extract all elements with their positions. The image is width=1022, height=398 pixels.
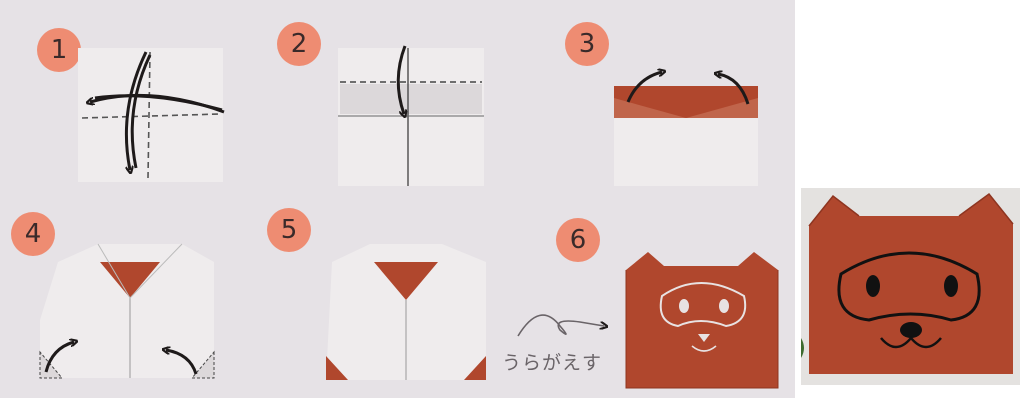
step-4-arrows [44,342,198,375]
step-2-paper [338,48,484,186]
step-3-arrows [626,72,750,105]
step-1-paper [78,48,223,182]
step-2-arrow [396,45,405,114]
step-3-number: 3 [565,22,609,66]
step-5-number: 5 [267,208,311,252]
step-1-arrows [90,51,225,170]
step-4-paper [39,243,215,379]
step-1-number: 1 [37,28,81,72]
step-4-number: 4 [11,212,55,256]
step-5-paper [326,244,486,380]
turn-over-arrow [517,314,604,337]
finished-raccoon-photo [801,188,1020,385]
turn-over-text: うらがえす [502,352,603,374]
finished-raccoon-face [801,192,1014,374]
folding-diagram [39,45,779,389]
step-3-paper [614,86,758,186]
instruction-board: 1 2 3 4 5 6 [0,0,795,398]
step-6-number: 6 [556,218,600,262]
step-2-number: 2 [277,22,321,66]
step-6-face [625,252,779,389]
